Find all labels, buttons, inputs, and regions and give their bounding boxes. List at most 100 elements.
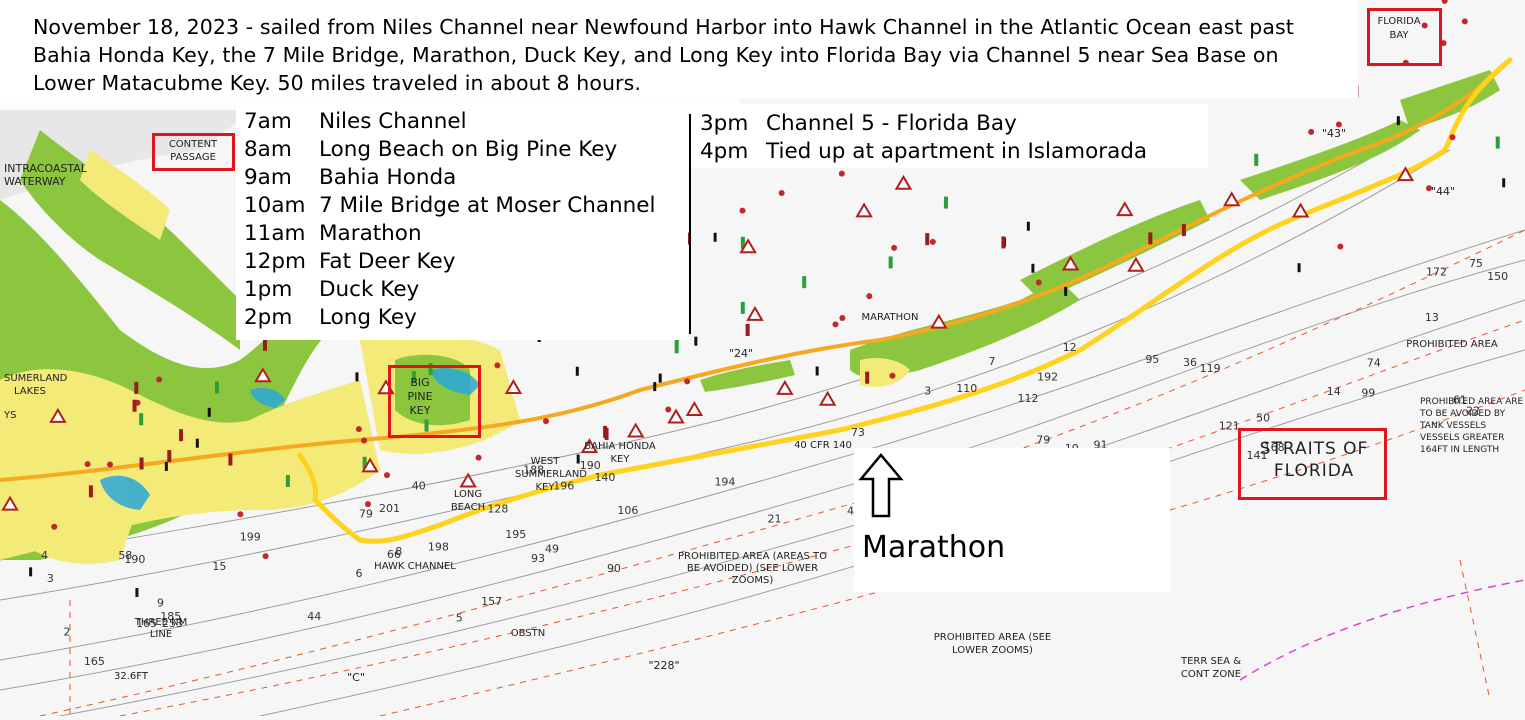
channel-marker-icon	[740, 236, 745, 249]
channel-marker-icon	[88, 485, 93, 498]
piling-icon	[1502, 178, 1506, 188]
rock-hazard-icon	[684, 378, 691, 385]
up-arrow-icon	[858, 453, 904, 518]
sailing-route	[297, 57, 1513, 544]
channel-marker-icon	[865, 371, 870, 384]
channel-marker-icon	[943, 196, 948, 209]
channel-marker-icon	[139, 457, 144, 470]
piling-icon	[1396, 116, 1400, 126]
schedule-place: Tied up at apartment in Islamorada	[766, 139, 1148, 164]
piling-icon	[195, 438, 199, 448]
rock-hazard-icon	[361, 437, 368, 444]
depth-sounding: 165	[84, 655, 105, 668]
cfr-label: 40 CFR 140	[794, 440, 852, 451]
rock-hazard-icon	[107, 461, 114, 468]
schedule-divider	[689, 114, 691, 334]
depth-sounding: 90	[607, 562, 621, 575]
rock-hazard-icon	[383, 472, 390, 479]
depth-sounding: 40	[412, 479, 426, 492]
big-pine-key-box	[388, 365, 481, 438]
schedule-time: 7am	[244, 109, 292, 134]
depth-sounding: 198	[428, 541, 449, 554]
daybeacon-icon	[1396, 166, 1415, 182]
channel-marker-icon	[740, 301, 745, 314]
content-passage-box	[152, 133, 235, 171]
depth-sounding: 58	[118, 549, 132, 562]
rock-hazard-icon	[1335, 121, 1342, 128]
prohibited-area-label-4: PROHIBITED AREA ARE TO BE AVOIDED BY TAN…	[1420, 397, 1524, 455]
rock-hazard-icon	[1308, 128, 1315, 135]
depth-sounding: 140	[594, 471, 615, 484]
rock-hazard-icon	[832, 321, 839, 328]
rock-hazard-icon	[839, 314, 846, 321]
depth-sounding: 195	[505, 528, 526, 541]
west-summerland-label: WEST SUMMERLAND KEY	[515, 456, 588, 493]
rock-hazard-icon	[1425, 185, 1432, 192]
channel-marker-icon	[285, 475, 290, 488]
rock-hazard-icon	[1035, 279, 1042, 286]
lakes-label: LAKES	[14, 386, 46, 397]
channel-marker-icon	[362, 456, 367, 469]
depth-sounding: 3	[924, 385, 931, 398]
bahia-honda-label: BAHIA HONDA KEY	[584, 441, 656, 465]
three-nm-label: THREE NM LINE	[134, 617, 188, 640]
rock-hazard-icon	[1449, 134, 1456, 141]
channel-marker-icon	[674, 341, 679, 354]
rock-hazard-icon	[739, 207, 746, 214]
prohibited-area-label-2: PROHIBITED AREA (SEE LOWER ZOOMS)	[933, 632, 1052, 656]
depth-sounding: 188	[523, 464, 544, 477]
schedule-place: Duck Key	[319, 277, 420, 302]
depth-sounding: 185	[160, 610, 181, 623]
terr-sea-label: TERR SEA & CONT ZONE	[1180, 656, 1242, 680]
big-pine-key-label: BIG PINE KEY	[407, 376, 433, 417]
rock-hazard-icon	[665, 406, 672, 413]
depth-sounding: 157	[481, 595, 502, 608]
depth-sounding: 190	[124, 553, 145, 566]
depth-sounding: 168	[1264, 441, 1285, 454]
channel-marker-icon	[888, 256, 893, 269]
intracoastal-label: INTRACOASTAL WATERWAY	[4, 162, 87, 188]
depth-sounding: 172	[1426, 265, 1447, 278]
content-passage-label: CONTENT PASSAGE	[168, 139, 218, 163]
piling-icon	[164, 461, 168, 471]
marathon-chart-label: MARATHON	[861, 312, 919, 323]
depth-43-label: "43"	[1321, 127, 1347, 140]
daybeacon-icon	[1127, 256, 1145, 272]
piling-icon	[653, 382, 657, 392]
depth-sounding: 192	[1037, 370, 1058, 383]
daybeacon-icon	[667, 408, 685, 424]
daybeacon-icon	[504, 379, 523, 395]
daybeacon-icon	[894, 174, 913, 190]
channel-marker-icon	[925, 233, 930, 246]
rock-hazard-icon	[1440, 40, 1447, 47]
depth-sounding: 36	[1183, 356, 1197, 369]
depth-sounding: 12	[1063, 341, 1077, 354]
depth-sounding: 79	[1036, 433, 1050, 446]
schedule-time: 11am	[244, 221, 306, 246]
channel-marker-icon	[228, 453, 233, 466]
daybeacon-icon	[1061, 255, 1080, 271]
daybeacon-icon	[626, 422, 645, 438]
depth-sounding: 253	[162, 617, 183, 630]
channel-marker-icon	[1181, 224, 1186, 237]
depth-sounding: 106	[617, 504, 638, 517]
depth-sounding: 194	[714, 475, 735, 488]
rock-hazard-icon	[891, 244, 898, 251]
schedule-place: Channel 5 - Florida Bay	[766, 111, 1017, 136]
schedule-time: 2pm	[244, 305, 293, 330]
daybeacon-icon	[49, 407, 67, 423]
depth-sounding: 14	[1327, 385, 1341, 398]
rock-hazard-icon	[838, 170, 845, 177]
marathon-callout-label: Marathon	[862, 530, 1006, 565]
depth-sounding: 13	[1425, 311, 1439, 324]
hawk-channel-label: HAWK CHANNEL	[374, 561, 456, 572]
depth-sounding: 75	[1469, 257, 1483, 270]
daybeacon-icon	[855, 202, 873, 218]
